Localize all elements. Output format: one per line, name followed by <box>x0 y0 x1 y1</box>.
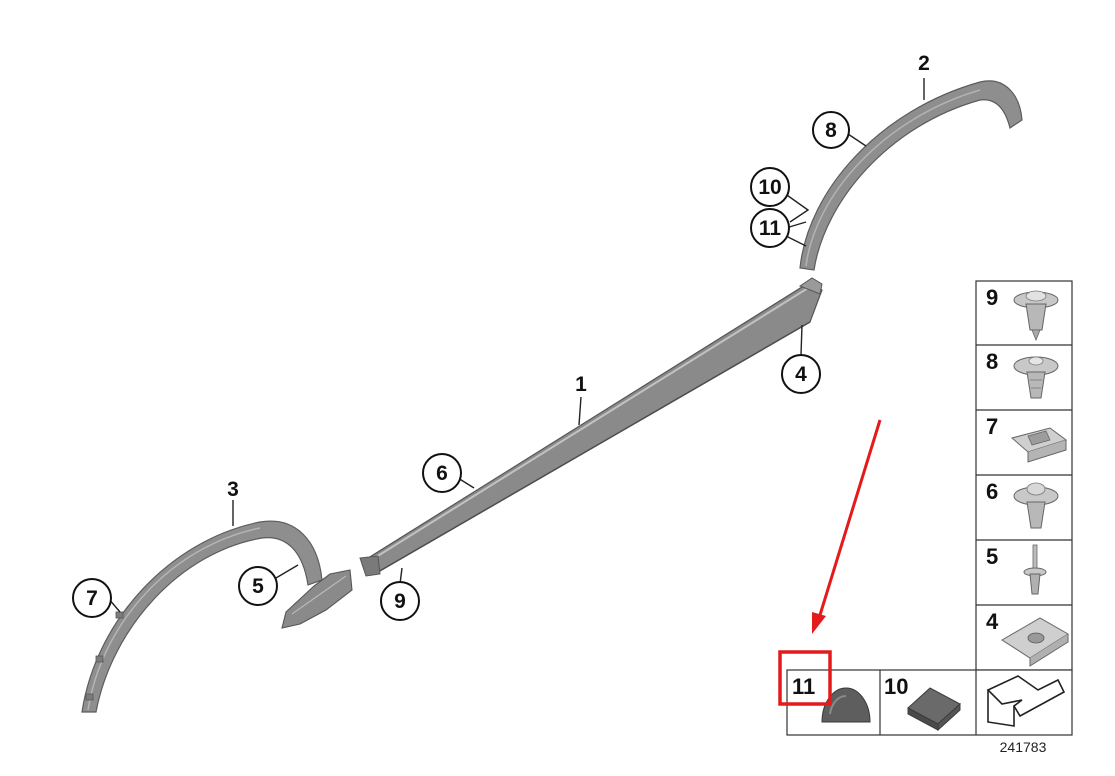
legend-item-10: 10 <box>884 674 961 732</box>
svg-text:9: 9 <box>394 590 406 613</box>
svg-text:5: 5 <box>252 575 264 598</box>
spring-nut-icon <box>1001 617 1069 667</box>
svg-text:10: 10 <box>884 674 908 699</box>
legend-item-4: 4 <box>986 609 1069 667</box>
blind-rivet-icon <box>1023 544 1047 595</box>
direction-arrow-icon <box>986 675 1066 727</box>
svg-text:8: 8 <box>825 119 837 142</box>
callout-part1: 1 <box>575 373 587 396</box>
red-arrow-line <box>818 419 882 616</box>
callout-part7: 7 <box>72 578 112 618</box>
legend-item-9: 9 <box>986 285 1059 342</box>
svg-text:10: 10 <box>758 176 781 199</box>
callout-part3: 3 <box>227 478 239 501</box>
diagram-id: 241783 <box>1000 739 1047 755</box>
callout-part2: 2 <box>918 52 930 75</box>
expanding-clip-icon <box>1013 356 1059 399</box>
side-skirt-sill <box>359 277 823 577</box>
foam-pad-icon <box>907 687 961 732</box>
svg-text:6: 6 <box>986 479 998 504</box>
clip-nut-icon <box>1010 427 1068 463</box>
legend-item-8: 8 <box>986 349 1059 399</box>
dome-cap-icon <box>821 687 871 723</box>
svg-text:7: 7 <box>86 587 98 610</box>
push-rivet-clip-icon <box>1013 290 1059 342</box>
front-bracket <box>281 569 353 629</box>
fastener-legend: 9 8 7 <box>786 280 1073 736</box>
legend-item-5: 5 <box>986 544 1047 595</box>
legend-item-11: 11 <box>792 674 871 723</box>
expanding-rivet-icon <box>1013 482 1059 529</box>
svg-text:3: 3 <box>227 478 239 501</box>
callout-part5: 5 <box>238 566 278 606</box>
highlight-box-11 <box>778 650 832 706</box>
svg-text:5: 5 <box>986 544 998 569</box>
svg-text:4: 4 <box>795 363 807 386</box>
callout-part6: 6 <box>422 453 462 493</box>
svg-text:11: 11 <box>759 217 782 240</box>
svg-text:2: 2 <box>918 52 930 75</box>
svg-text:11: 11 <box>792 674 815 699</box>
callout-part4: 4 <box>781 354 821 394</box>
legend-item-7: 7 <box>986 414 1068 463</box>
leader-lines <box>107 78 925 613</box>
front-wheel-arch-trim <box>81 520 323 713</box>
red-arrow-head <box>812 612 826 634</box>
rear-wheel-arch-trim <box>799 80 1023 271</box>
callout-part11: 11 <box>750 208 790 248</box>
svg-text:6: 6 <box>436 462 448 485</box>
svg-text:8: 8 <box>986 349 998 374</box>
svg-text:4: 4 <box>986 609 999 634</box>
legend-item-6: 6 <box>986 479 1059 529</box>
callout-part8: 8 <box>812 111 850 149</box>
svg-text:9: 9 <box>986 285 998 310</box>
svg-text:7: 7 <box>986 414 998 439</box>
callout-part9: 9 <box>380 581 420 621</box>
svg-text:1: 1 <box>575 373 587 396</box>
red-annotation <box>778 419 882 706</box>
callout-part10: 10 <box>750 167 790 207</box>
